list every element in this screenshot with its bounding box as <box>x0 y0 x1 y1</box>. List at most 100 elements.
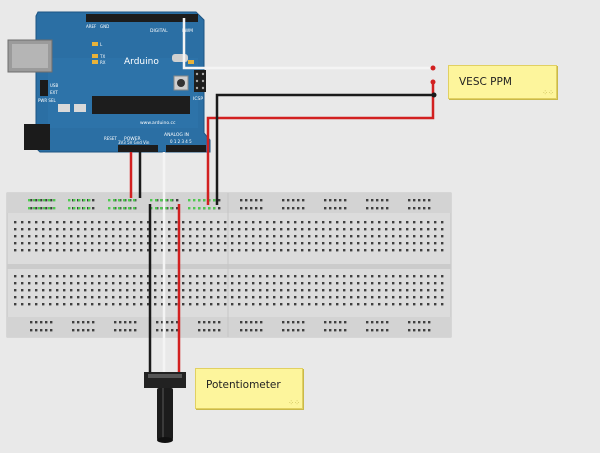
breadboard-hole[interactable] <box>420 228 423 231</box>
breadboard-hole[interactable] <box>280 282 283 285</box>
breadboard-hole[interactable] <box>147 282 150 285</box>
breadboard-hole[interactable] <box>322 303 325 306</box>
breadboard-hole[interactable] <box>14 296 17 299</box>
breadboard-hole[interactable] <box>28 249 31 252</box>
breadboard-hole[interactable] <box>203 228 206 231</box>
breadboard-hole[interactable] <box>336 221 339 224</box>
breadboard-hole[interactable] <box>175 235 178 238</box>
breadboard-hole[interactable] <box>49 242 52 245</box>
breadboard-hole[interactable] <box>282 329 285 332</box>
breadboard-hole[interactable] <box>308 296 311 299</box>
breadboard-hole[interactable] <box>245 282 248 285</box>
breadboard-hole[interactable] <box>112 275 115 278</box>
breadboard-hole[interactable] <box>124 321 127 324</box>
breadboard-hole[interactable] <box>175 282 178 285</box>
breadboard-hole[interactable] <box>252 221 255 224</box>
breadboard-hole[interactable] <box>126 228 129 231</box>
breadboard-hole[interactable] <box>378 296 381 299</box>
breadboard-hole[interactable] <box>198 207 201 210</box>
breadboard-hole[interactable] <box>73 199 76 202</box>
breadboard-hole[interactable] <box>49 289 52 292</box>
breadboard-hole[interactable] <box>371 242 374 245</box>
breadboard-hole[interactable] <box>68 199 71 202</box>
breadboard-hole[interactable] <box>252 235 255 238</box>
breadboard-hole[interactable] <box>48 199 51 202</box>
breadboard-hole[interactable] <box>108 199 111 202</box>
breadboard-hole[interactable] <box>240 199 243 202</box>
breadboard-hole[interactable] <box>371 199 374 202</box>
breadboard-hole[interactable] <box>35 249 38 252</box>
breadboard-hole[interactable] <box>294 242 297 245</box>
breadboard-hole[interactable] <box>83 199 86 202</box>
breadboard-hole[interactable] <box>14 221 17 224</box>
breadboard-hole[interactable] <box>392 282 395 285</box>
breadboard-hole[interactable] <box>147 303 150 306</box>
breadboard-hole[interactable] <box>119 296 122 299</box>
breadboard-hole[interactable] <box>63 303 66 306</box>
breadboard-hole[interactable] <box>245 329 248 332</box>
breadboard-hole[interactable] <box>423 199 426 202</box>
breadboard-hole[interactable] <box>378 282 381 285</box>
breadboard-hole[interactable] <box>77 329 80 332</box>
breadboard-hole[interactable] <box>301 249 304 252</box>
breadboard-hole[interactable] <box>123 199 126 202</box>
breadboard-hole[interactable] <box>98 235 101 238</box>
breadboard-hole[interactable] <box>392 303 395 306</box>
breadboard-hole[interactable] <box>434 221 437 224</box>
breadboard-hole[interactable] <box>154 275 157 278</box>
breadboard-hole[interactable] <box>176 329 179 332</box>
breadboard-hole[interactable] <box>210 275 213 278</box>
breadboard-hole[interactable] <box>350 221 353 224</box>
breadboard-hole[interactable] <box>399 296 402 299</box>
breadboard-hole[interactable] <box>77 296 80 299</box>
breadboard-hole[interactable] <box>196 228 199 231</box>
breadboard-hole[interactable] <box>35 242 38 245</box>
breadboard-hole[interactable] <box>198 321 201 324</box>
breadboard-hole[interactable] <box>224 289 227 292</box>
breadboard-hole[interactable] <box>245 235 248 238</box>
breadboard-hole[interactable] <box>182 296 185 299</box>
breadboard-hole[interactable] <box>170 207 173 210</box>
breadboard-hole[interactable] <box>113 199 116 202</box>
breadboard-hole[interactable] <box>203 303 206 306</box>
breadboard-hole[interactable] <box>427 296 430 299</box>
breadboard-hole[interactable] <box>84 289 87 292</box>
breadboard-hole[interactable] <box>350 249 353 252</box>
breadboard-hole[interactable] <box>217 242 220 245</box>
breadboard-hole[interactable] <box>434 282 437 285</box>
breadboard-hole[interactable] <box>273 242 276 245</box>
breadboard-hole[interactable] <box>118 207 121 210</box>
breadboard-hole[interactable] <box>168 228 171 231</box>
breadboard-hole[interactable] <box>217 275 220 278</box>
breadboard-hole[interactable] <box>189 242 192 245</box>
breadboard-hole[interactable] <box>40 329 43 332</box>
breadboard-hole[interactable] <box>92 207 95 210</box>
wire-ppm-white[interactable] <box>182 18 433 70</box>
breadboard-hole[interactable] <box>224 275 227 278</box>
breadboard-hole[interactable] <box>77 321 80 324</box>
breadboard-hole[interactable] <box>280 221 283 224</box>
breadboard-hole[interactable] <box>42 303 45 306</box>
breadboard-hole[interactable] <box>218 321 221 324</box>
breadboard-hole[interactable] <box>161 242 164 245</box>
breadboard-hole[interactable] <box>50 329 53 332</box>
breadboard-hole[interactable] <box>182 303 185 306</box>
breadboard-hole[interactable] <box>78 199 81 202</box>
breadboard-hole[interactable] <box>280 275 283 278</box>
breadboard-hole[interactable] <box>119 221 122 224</box>
breadboard-hole[interactable] <box>428 321 431 324</box>
breadboard-hole[interactable] <box>140 242 143 245</box>
breadboard-hole[interactable] <box>336 303 339 306</box>
breadboard-hole[interactable] <box>21 228 24 231</box>
breadboard-hole[interactable] <box>35 275 38 278</box>
breadboard-hole[interactable] <box>218 329 221 332</box>
breadboard-hole[interactable] <box>441 242 444 245</box>
breadboard-hole[interactable] <box>413 321 416 324</box>
breadboard-hole[interactable] <box>441 303 444 306</box>
breadboard-hole[interactable] <box>427 242 430 245</box>
breadboard-hole[interactable] <box>418 329 421 332</box>
breadboard-hole[interactable] <box>175 303 178 306</box>
breadboard-hole[interactable] <box>196 303 199 306</box>
breadboard-hole[interactable] <box>434 235 437 238</box>
breadboard-hole[interactable] <box>392 242 395 245</box>
